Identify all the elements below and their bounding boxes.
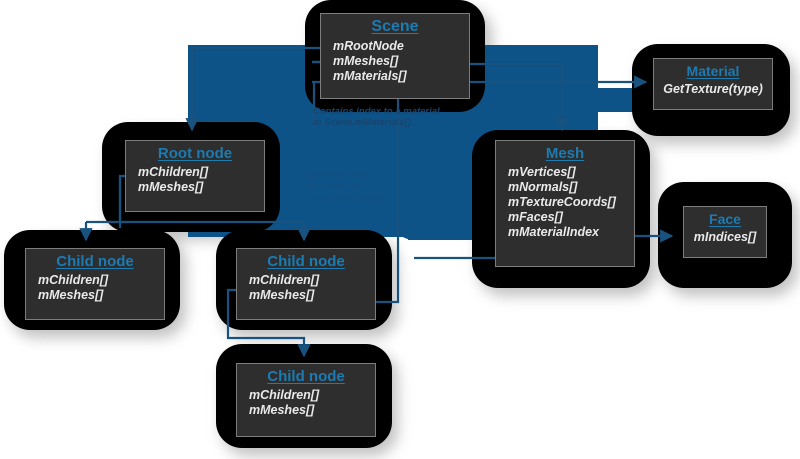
field-mvertices: mVertices[] [508,165,576,180]
edge-scene-mesh [440,62,569,132]
field-mtexturecoords: mTextureCoords[] [508,195,616,210]
edge-scene-rootnode [185,46,336,132]
field-gettexture: GetTexture(type) [663,82,763,97]
node-face-title: Face [709,211,741,227]
field-mmeshes: mMeshes[] [333,54,399,69]
field-mchildren: mChildren[] [249,273,320,288]
node-face[interactable]: Face mIndices[] [683,206,767,258]
node-material-fields: GetTexture(type) [654,81,772,101]
field-mchildren: mChildren[] [138,165,209,180]
field-mmaterialindex: mMaterialIndex [508,225,600,240]
node-material[interactable]: Material GetTexture(type) [653,58,773,110]
annotation-material-index-line2: in Scene.mMaterials[] [313,117,411,128]
field-mmeshes: mMeshes[] [38,288,104,303]
node-scene[interactable]: Scene mRootNode mMeshes[] mMaterials[] [320,13,470,99]
node-scene-title: Scene [371,18,419,35]
field-mmeshes: mMeshes[] [249,288,315,303]
node-root-node-title: Root node [157,145,233,162]
field-mmeshes: mMeshes[] [249,403,315,418]
annotation-mesh-index: Contains index to a mesh in Scene.mMeshe… [307,168,383,204]
field-mmaterials: mMaterials[] [333,69,407,84]
field-mnormals: mNormals[] [508,180,578,195]
field-mfaces: mFaces[] [508,210,563,225]
node-scene-fields: mRootNode mMeshes[] mMaterials[] [321,38,469,88]
node-child-node-bottom-fields: mChildren[] mMeshes[] [237,387,375,422]
node-root-node[interactable]: Root node mChildren[] mMeshes[] [125,140,265,212]
node-root-node-fields: mChildren[] mMeshes[] [126,164,264,199]
node-child-node-middle-title: Child node [267,253,345,270]
node-child-node-left[interactable]: Child node mChildren[] mMeshes[] [25,248,165,320]
field-mmeshes: mMeshes[] [138,180,204,195]
annotation-material-index-line1: Contains index to a material [313,106,440,117]
annotation-material-index: Contains index to a material in Scene.mM… [313,106,440,128]
node-mesh[interactable]: Mesh mVertices[] mNormals[] mTextureCoor… [495,140,635,267]
node-child-node-left-fields: mChildren[] mMeshes[] [26,272,164,307]
annotation-mesh-index-line3: Scene.mMeshes[] [307,193,384,203]
node-child-node-bottom[interactable]: Child node mChildren[] mMeshes[] [236,363,376,437]
node-child-node-bottom-title: Child node [267,368,345,385]
field-mindices: mIndices[] [693,230,757,245]
annotation-mesh-index-line1: Contains index [307,169,372,179]
node-child-node-left-title: Child node [56,253,134,270]
node-material-title: Material [686,63,740,79]
field-mchildren: mChildren[] [249,388,320,403]
node-child-node-middle-fields: mChildren[] mMeshes[] [237,272,375,307]
node-mesh-title: Mesh [545,145,585,162]
node-child-node-middle[interactable]: Child node mChildren[] mMeshes[] [236,248,376,320]
field-mchildren: mChildren[] [38,273,109,288]
node-face-fields: mIndices[] [684,229,766,249]
node-mesh-fields: mVertices[] mNormals[] mTextureCoords[] … [496,164,634,244]
field-mrootnode: mRootNode [333,39,404,54]
annotation-mesh-index-line2: to a mesh in [307,181,360,191]
